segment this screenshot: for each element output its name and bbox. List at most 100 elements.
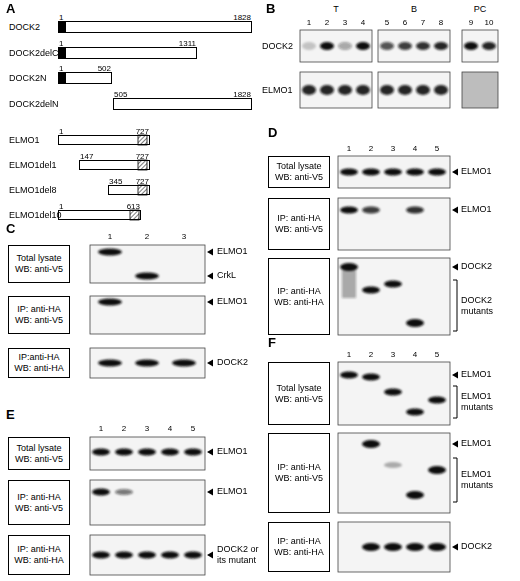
protein-construct-bar: ELMO1del8345727	[108, 185, 150, 195]
construct-name: DOCK2N	[9, 73, 47, 83]
residue-number: 1311	[179, 39, 196, 48]
lane-number: 3	[343, 18, 347, 27]
lane-number: 3	[391, 144, 395, 153]
antibody-label-box: IP: anti-HA WB: anti-V5	[268, 433, 330, 513]
blot-condition: IP: anti-HA WB: anti-HA	[272, 536, 326, 558]
residue-number: 1	[59, 64, 63, 73]
residue-number: 1828	[233, 13, 251, 22]
residue-number: 147	[80, 152, 93, 161]
lane-number: 3	[145, 424, 149, 433]
band-label: ELMO1	[461, 166, 492, 177]
lane-number: 1	[347, 144, 351, 153]
construct-name: ELMO1del8	[9, 185, 57, 195]
lane-number: 6	[403, 18, 407, 27]
blot-condition: Total lysate WB: anti-V5	[272, 383, 326, 405]
antibody-label-box: IP: anti-HA WB: anti-V5	[268, 198, 330, 250]
band-label: ELMO1	[262, 85, 293, 96]
lane-number: 5	[385, 18, 389, 27]
group-header: B	[411, 4, 417, 15]
lane-number: 4	[168, 424, 172, 433]
lane-number: 5	[191, 424, 195, 433]
panel-letter: B	[266, 2, 275, 16]
lane-number: 4	[361, 18, 365, 27]
blot-condition: IP: anti-HA WB: anti-HA	[12, 544, 66, 566]
blot-condition: IP: anti-HA WB: anti-V5	[272, 462, 326, 484]
band-label: ELMO1 mutants	[461, 469, 515, 491]
lane-number: 1	[347, 350, 351, 359]
band-label: ELMO1	[217, 446, 248, 457]
residue-number: 1828	[233, 90, 251, 99]
band-label: DOCK2	[217, 357, 248, 368]
blot-condition: IP: anti-HA WB: anti-HA	[272, 286, 326, 308]
residue-number: 727	[136, 177, 149, 186]
lane-number: 5	[435, 350, 439, 359]
band-label: CrkL	[217, 270, 236, 281]
band-label: ELMO1	[461, 369, 492, 380]
antibody-label-box: IP:anti-HA WB: anti-HA	[8, 348, 70, 378]
residue-number: 345	[109, 177, 122, 186]
group-header: PC	[474, 4, 487, 15]
lane-number: 2	[145, 232, 149, 241]
panel-letter: C	[6, 222, 15, 236]
lane-number: 8	[439, 18, 443, 27]
antibody-label-box: Total lysate WB: anti-V5	[268, 156, 330, 188]
blot-bands	[92, 42, 496, 559]
residue-number: 613	[127, 202, 140, 211]
residue-number: 727	[136, 152, 149, 161]
antibody-label-box: IP: anti-HA WB: anti-HA	[268, 258, 330, 335]
band-label: ELMO1 mutants	[461, 391, 515, 413]
antibody-label-box: Total lysate WB: anti-V5	[268, 362, 330, 425]
construct-name: ELMO1	[9, 135, 40, 145]
protein-construct-bar: ELMO1del1147727	[79, 160, 150, 170]
lane-number: 2	[369, 350, 373, 359]
protein-construct-bar: DOCK2delC11311	[58, 47, 197, 59]
blot-condition: IP:anti-HA WB: anti-HA	[12, 352, 66, 374]
construct-name: DOCK2delC	[9, 48, 59, 58]
antibody-label-box: Total lysate WB: anti-V5	[8, 437, 70, 470]
group-header: T	[333, 4, 339, 15]
panel-letter: D	[268, 126, 277, 140]
panel-letter: E	[6, 408, 15, 422]
blot-condition: Total lysate WB: anti-V5	[12, 443, 66, 465]
blot-condition: IP: anti-HA WB: anti-V5	[12, 304, 66, 326]
panel-letter: A	[6, 2, 15, 16]
band-label: DOCK2	[262, 41, 293, 52]
antibody-label-box: IP: anti-HA WB: anti-HA	[268, 522, 330, 572]
residue-number: 1	[59, 39, 63, 48]
brackets	[453, 280, 457, 502]
residue-number: 727	[136, 127, 149, 136]
protein-construct-bar: DOCK2N1502	[58, 72, 112, 84]
construct-name: ELMO1del10	[9, 210, 62, 220]
lane-number: 5	[435, 144, 439, 153]
blot-frames	[90, 30, 498, 575]
construct-name: ELMO1del1	[9, 160, 57, 170]
band-label: DOCK2 mutants	[461, 295, 515, 317]
lane-number: 9	[469, 18, 473, 27]
residue-number: 1	[59, 13, 63, 22]
band-label: ELMO1	[461, 204, 492, 215]
lane-number: 3	[182, 232, 186, 241]
antibody-label-box: IP: anti-HA WB: anti-V5	[8, 296, 70, 334]
blot-condition: Total lysate WB: anti-V5	[12, 253, 66, 275]
residue-number: 505	[114, 90, 127, 99]
lane-number: 3	[391, 350, 395, 359]
blot-condition: Total lysate WB: anti-V5	[272, 161, 326, 183]
protein-construct-bar: ELMO1del101613	[58, 210, 141, 220]
band-label: ELMO1	[461, 438, 492, 449]
band-label: DOCK2	[461, 541, 492, 552]
lane-number: 7	[421, 18, 425, 27]
construct-name: DOCK2delN	[9, 99, 59, 109]
protein-construct-bar: DOCK2delN5051828	[113, 98, 252, 110]
band-label: ELMO1	[217, 246, 248, 257]
band-pointers	[207, 169, 458, 559]
band-label: ELMO1	[217, 486, 248, 497]
lane-number: 2	[325, 18, 329, 27]
residue-number: 1	[59, 202, 63, 211]
domain-marks	[58, 21, 147, 220]
band-label: ELMO1	[217, 296, 248, 307]
lane-number: 1	[108, 232, 112, 241]
band-label: DOCK2 or its mutant	[217, 544, 265, 566]
lane-number: 2	[122, 424, 126, 433]
lane-number: 4	[413, 350, 417, 359]
